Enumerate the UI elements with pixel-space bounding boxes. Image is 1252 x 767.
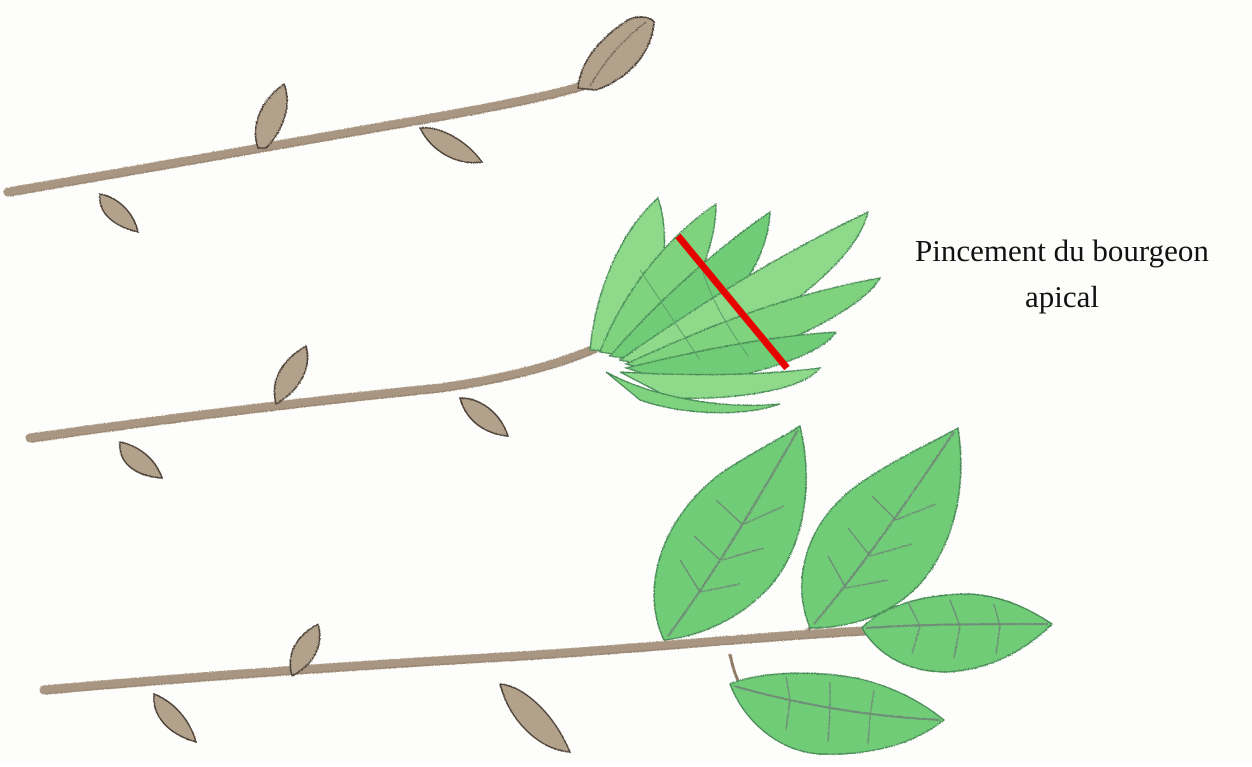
leaf-4: [730, 673, 944, 754]
lateral-bud-2c: [120, 442, 162, 478]
annotation-label: Pincement du bourgeon apical: [872, 228, 1252, 320]
stem-3-leafy-branch: [44, 426, 1052, 754]
stem-1-bare-twig: [8, 17, 654, 232]
apical-bud-1: [578, 17, 654, 90]
twig-2: [30, 348, 596, 438]
lateral-bud-1a: [256, 84, 288, 148]
lateral-bud-1b: [420, 128, 482, 163]
annotation-line-2: apical: [872, 274, 1252, 320]
lateral-bud-1c: [100, 194, 138, 232]
lateral-bud-2b: [460, 398, 508, 436]
lateral-bud-2a: [274, 346, 307, 404]
twig-1: [8, 84, 588, 192]
annotation-line-1: Pincement du bourgeon: [872, 228, 1252, 274]
lateral-bud-3c: [154, 694, 196, 742]
lateral-bud-3b: [500, 684, 570, 752]
stem-2-new-shoot: [30, 198, 880, 478]
leaf-1: [654, 426, 806, 640]
